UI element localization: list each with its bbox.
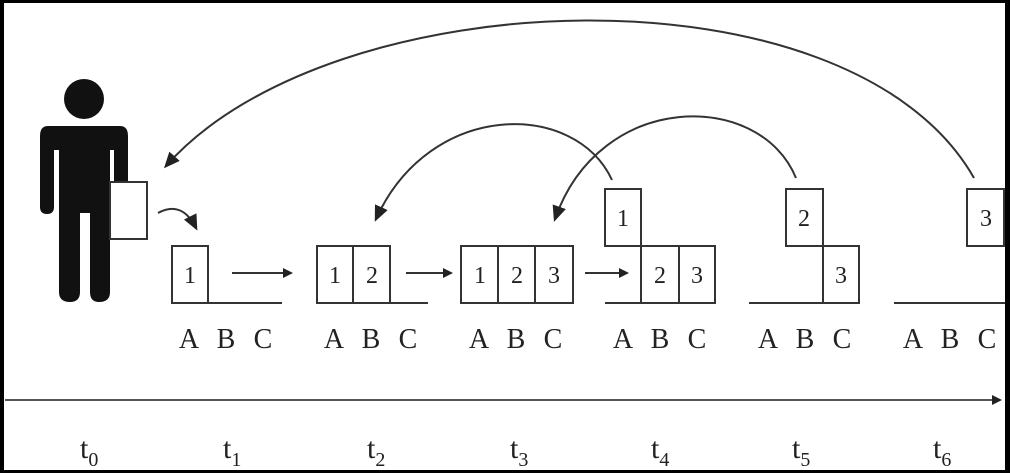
stage-t5: 2 3 — [749, 188, 860, 304]
job-box — [497, 245, 536, 304]
time-label-subscript: 2 — [375, 449, 385, 471]
column-label: B — [217, 324, 236, 355]
column-label: B — [362, 324, 381, 355]
time-label-subscript: 0 — [88, 449, 98, 471]
column-label: C — [688, 324, 707, 355]
column-label: C — [978, 324, 997, 355]
stage-t1: 1 — [171, 245, 282, 304]
job-number: 2 — [511, 263, 523, 289]
background — [4, 3, 1005, 470]
time-label-base: t — [510, 432, 519, 465]
time-label: t6 — [933, 432, 951, 471]
job-box — [640, 245, 680, 304]
time-label-subscript: 6 — [941, 449, 951, 471]
person-icon — [40, 79, 128, 302]
job-number: 3 — [691, 263, 703, 289]
job-number: 1 — [184, 263, 196, 289]
stage-t6: 3 — [894, 188, 1005, 304]
job-box — [678, 245, 716, 304]
job-number: 1 — [617, 206, 629, 232]
column-label: C — [254, 324, 273, 355]
job-number: 1 — [474, 263, 486, 289]
time-label-subscript: 3 — [518, 449, 528, 471]
document-icon — [109, 181, 148, 240]
column-label: B — [796, 324, 815, 355]
column-label: A — [758, 324, 779, 355]
time-label: t2 — [367, 432, 385, 471]
lifted-job-box — [785, 188, 824, 247]
column-label: A — [324, 324, 345, 355]
stage-t2: 1 2 — [316, 245, 428, 304]
time-label: t0 — [80, 432, 98, 471]
job-box — [316, 245, 354, 304]
column-label: A — [469, 324, 490, 355]
job-number: 1 — [329, 263, 341, 289]
column-label: C — [833, 324, 852, 355]
time-label: t4 — [651, 432, 669, 471]
lifted-job-box — [604, 188, 642, 247]
column-label: A — [903, 324, 924, 355]
time-label-subscript: 1 — [231, 449, 241, 471]
column-label: C — [399, 324, 418, 355]
column-label: A — [179, 324, 200, 355]
job-number: 3 — [548, 263, 560, 289]
time-label: t3 — [510, 432, 528, 471]
time-label-subscript: 5 — [800, 449, 810, 471]
time-label-base: t — [651, 432, 660, 465]
job-box — [822, 245, 860, 304]
submit-arrow — [157, 208, 198, 231]
column-label: C — [544, 324, 563, 355]
stage-t3: 1 2 3 — [460, 245, 574, 304]
lifted-job-box — [966, 188, 1005, 247]
time-label-base: t — [80, 432, 89, 465]
column-label: A — [613, 324, 634, 355]
time-label: t5 — [792, 432, 810, 471]
time-label-base: t — [367, 432, 376, 465]
time-label: t1 — [223, 432, 241, 471]
column-label: B — [651, 324, 670, 355]
time-label-base: t — [223, 432, 232, 465]
column-label: B — [507, 324, 526, 355]
job-number: 3 — [980, 206, 992, 232]
job-number: 2 — [654, 263, 666, 289]
job-box — [171, 245, 209, 304]
return-arrow — [552, 115, 797, 222]
stage-t4: 1 2 3 — [604, 188, 716, 304]
job-box — [352, 245, 391, 304]
job-box — [534, 245, 574, 304]
column-label: B — [941, 324, 960, 355]
time-label-base: t — [933, 432, 942, 465]
job-number: 2 — [366, 263, 378, 289]
return-arrow — [374, 123, 613, 222]
time-label-subscript: 4 — [659, 449, 669, 471]
job-number: 2 — [798, 206, 810, 232]
return-arrow — [164, 19, 975, 179]
job-number: 3 — [835, 263, 847, 289]
time-label-base: t — [792, 432, 801, 465]
